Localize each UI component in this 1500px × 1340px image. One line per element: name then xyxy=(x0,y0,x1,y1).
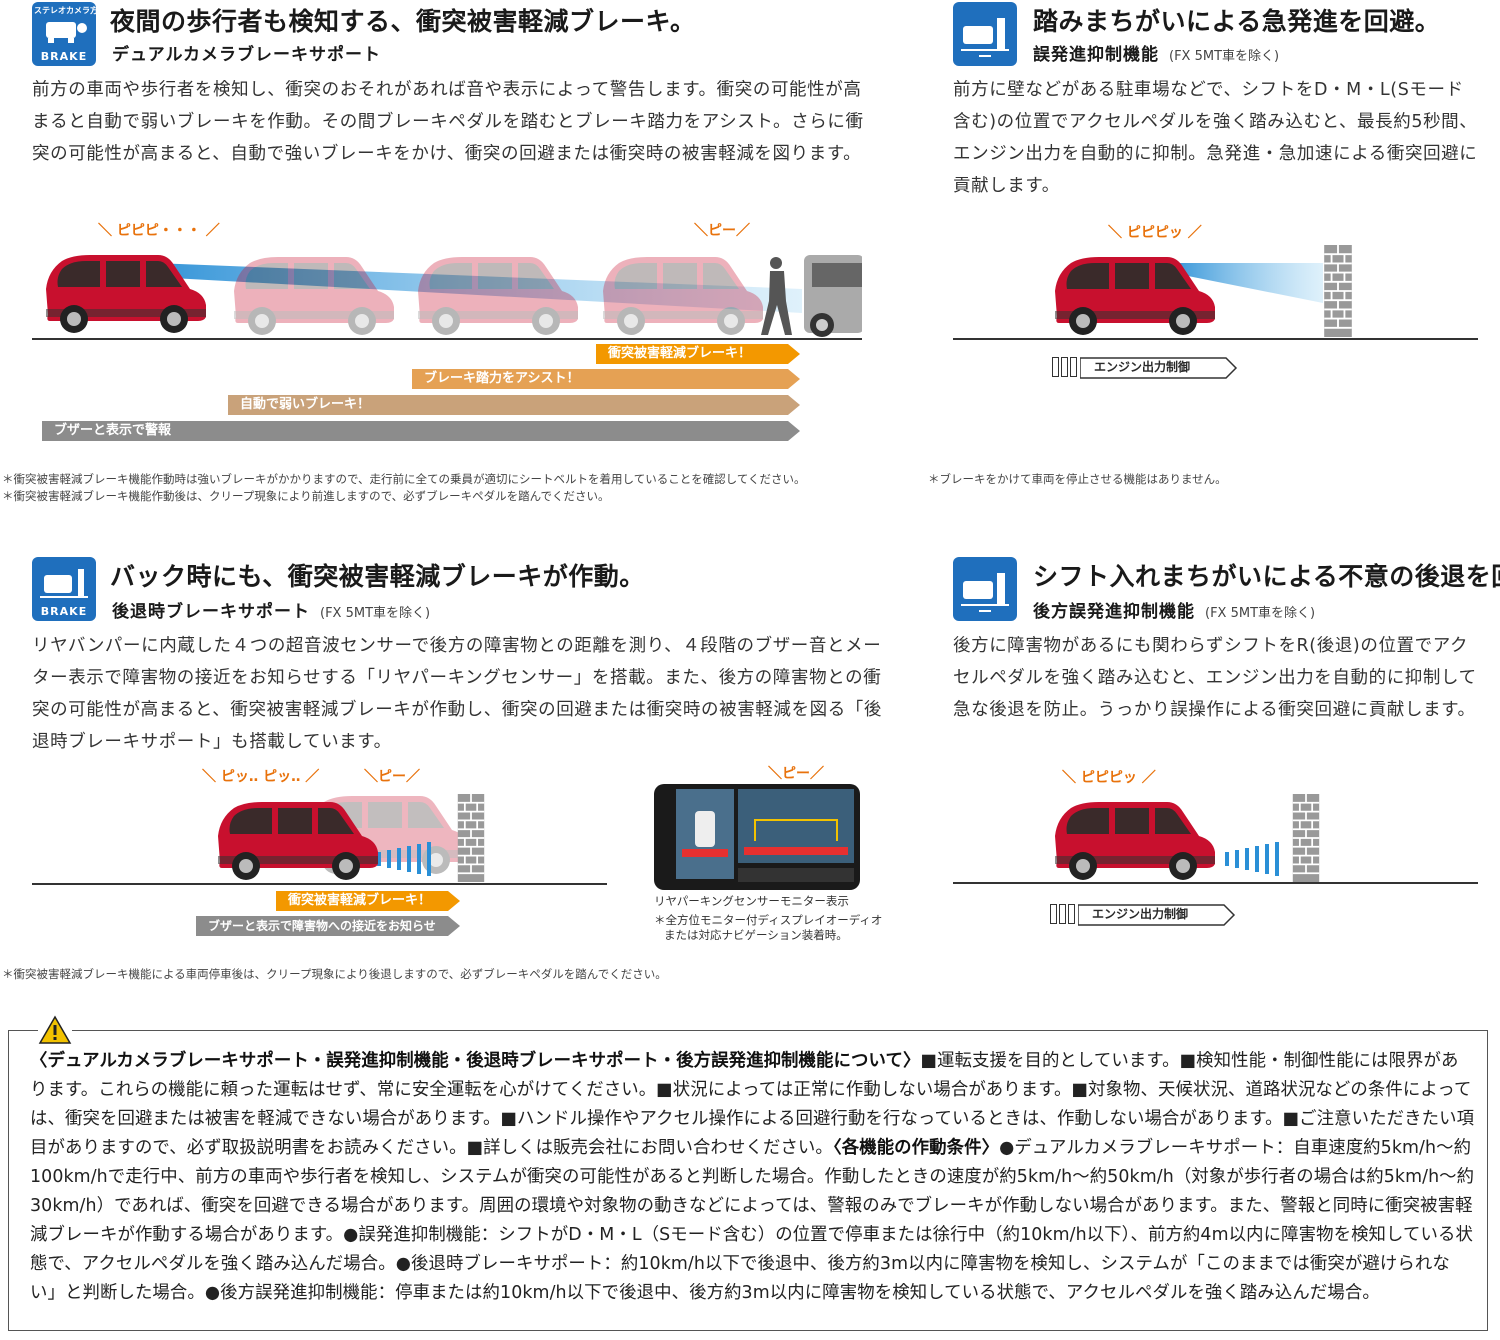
section3-subtitle-note: (FX 5MT車を除く) xyxy=(320,606,431,621)
camera-icon-graphic xyxy=(46,22,87,43)
brick-wall xyxy=(1323,245,1353,337)
warning-text-1: ■運転支援を目的としています。■検知性能・制御性能には限界があります。これらの機… xyxy=(30,1051,1475,1158)
section2-illustration xyxy=(953,245,1478,340)
section1-footnote-1: ＊衝突被害軽減ブレーキ機能作動時は強いブレーキがかかりますので、走行前に全ての乗… xyxy=(2,472,806,486)
section2-beep: ＼ ピピピッ ／ xyxy=(1108,225,1202,241)
parking-sensor-monitor xyxy=(654,784,860,890)
section1-beep-1: ＼ ピピピ・・・ ／ xyxy=(98,223,220,239)
monitor-top-view xyxy=(676,789,734,879)
monitor-buttons xyxy=(738,868,854,882)
section2-subtitle-note: (FX 5MT車を除く) xyxy=(1169,49,1280,64)
section4-engine-control: エンジン出力制御 xyxy=(1050,904,1240,926)
section1-title: 夜間の歩行者も検知する、衝突被害軽減ブレーキ。 xyxy=(110,7,696,36)
section3-bar-alarm: ブザーと表示で障害物への接近をお知らせ xyxy=(196,916,460,936)
ghost-car-3 xyxy=(603,257,763,335)
warning-heading-2: 〈各機能の作動条件〉 xyxy=(832,1138,1000,1158)
icon-caption-top: ステレオカメラ方式 xyxy=(34,6,96,15)
ghost-car-2 xyxy=(418,257,578,335)
red-car xyxy=(1055,802,1215,880)
section1-beep-2: ＼ピー／ xyxy=(694,223,750,239)
brick-wall xyxy=(456,794,486,882)
section4-subtitle: 後方誤発進抑制機能 (FX 5MT車を除く) xyxy=(1033,597,1315,622)
section3-beep-1: ＼ ピッ‥ ピッ‥ ／ xyxy=(202,769,320,785)
section3-subtitle: 後退時ブレーキサポート (FX 5MT車を除く) xyxy=(112,597,430,622)
section3-title: バック時にも、衝突被害軽減ブレーキが作動。 xyxy=(110,562,645,591)
engine-control-label: エンジン出力制御 xyxy=(1092,907,1189,921)
section3-beep-3: ＼ピー／ xyxy=(768,766,824,782)
ultrasonic-waves xyxy=(1225,842,1279,876)
rear-brake-icon: BRAKE xyxy=(32,557,96,621)
section4-beep: ＼ ピピピッ ／ xyxy=(1062,770,1156,786)
monitor-camera-view xyxy=(738,789,854,863)
camera-brake-icon: ステレオカメラ方式 BRAKE xyxy=(32,2,96,66)
rear-misstart-icon xyxy=(953,557,1017,621)
section3-beep-2: ＼ピー／ xyxy=(364,769,420,785)
section3-bar-collision-brake: 衝突被害軽減ブレーキ！ xyxy=(276,891,460,911)
car-wall-icon-graphic xyxy=(961,573,1009,612)
engine-control-label: エンジン出力制御 xyxy=(1094,360,1191,374)
section4-body: 後方に障害物があるにも関わらずシフトをR(後退)の位置でアクセルペダルを強く踏み… xyxy=(953,636,1477,720)
section2-engine-control: エンジン出力制御 xyxy=(1052,357,1242,379)
warning-text: 〈デュアルカメラブレーキサポート・誤発進抑制機能・後退時ブレーキサポート・後方誤… xyxy=(30,1047,1475,1308)
section1-bar-collision-brake: 衝突被害軽減ブレーキ！ xyxy=(596,344,800,364)
warning-text-2: ●デュアルカメラブレーキサポート：自車速度約5km/h～約100km/hで走行中… xyxy=(30,1138,1475,1303)
section1-subtitle: デュアルカメラブレーキサポート xyxy=(112,45,381,65)
section2-subtitle: 誤発進抑制機能 (FX 5MT車を除く) xyxy=(1033,40,1279,65)
icon-caption: BRAKE xyxy=(40,605,88,618)
section2-title: 踏みまちがいによる急発進を回避。 xyxy=(1033,7,1441,36)
warning-box xyxy=(8,1030,1488,1331)
section1-footnote-2: ＊衝突被害軽減ブレーキ機能作動後は、クリープ現象により前進しますので、必ずブレー… xyxy=(2,489,610,503)
warning-heading-1: 〈デュアルカメラブレーキサポート・誤発進抑制機能・後退時ブレーキサポート・後方誤… xyxy=(30,1051,921,1071)
section4-title: シフト入れまちがいによる不意の後退を回避。 xyxy=(1033,562,1500,591)
section4-illustration xyxy=(953,794,1478,884)
misstart-prevention-icon xyxy=(953,2,1017,66)
section1-bar-alarm: ブザーと表示で警報 xyxy=(42,421,800,441)
brick-wall xyxy=(1291,794,1321,882)
section3-body: リヤバンパーに内蔵した４つの超音波センサーで後方の障害物との距離を測り、４段階の… xyxy=(32,636,882,752)
pedestrian xyxy=(761,257,792,335)
section2-footnote: ＊ブレーキをかけて車両を停止させる機能はありません。 xyxy=(928,472,1227,486)
monitor-note-2: または対応ナビゲーション装着時。 xyxy=(664,928,848,942)
parked-van xyxy=(804,255,862,337)
ultrasonic-waves xyxy=(377,842,431,876)
section3-subtitle-text: 後退時ブレーキサポート xyxy=(112,602,310,622)
section3-footnote: ＊衝突被害軽減ブレーキ機能による車両停車後は、クリープ現象により後退しますので、… xyxy=(2,967,667,981)
ghost-car-1 xyxy=(234,257,394,335)
monitor-note-1: ＊全方位モニター付ディスプレイオーディオ xyxy=(654,913,883,927)
monitor-caption: リヤパーキングセンサーモニター表示 xyxy=(654,894,849,908)
section1-bar-weak-brake: 自動で弱いブレーキ！ xyxy=(228,395,800,415)
section1-bar-brake-assist: ブレーキ踏力をアシスト！ xyxy=(412,369,800,389)
section2-body: 前方に壁などがある駐車場などで、シフトをD・M・L(Sモード含む)の位置でアクセ… xyxy=(953,80,1478,196)
section2-subtitle-text: 誤発進抑制機能 xyxy=(1033,45,1159,65)
sensor-beam xyxy=(1173,263,1323,303)
icon-caption: BRAKE xyxy=(40,50,88,63)
section3-illustration xyxy=(32,794,607,885)
rear-car-icon-graphic xyxy=(40,569,88,598)
section4-subtitle-note: (FX 5MT車を除く) xyxy=(1205,606,1316,621)
section1-illustration xyxy=(32,255,862,340)
section1-body: 前方の車両や歩行者を検知し、衝突のおそれがあれば音や表示によって警告します。衝突… xyxy=(32,80,864,164)
warning-icon xyxy=(38,1015,72,1045)
section4-subtitle-text: 後方誤発進抑制機能 xyxy=(1033,602,1195,622)
car-wall-icon-graphic xyxy=(961,18,1009,57)
